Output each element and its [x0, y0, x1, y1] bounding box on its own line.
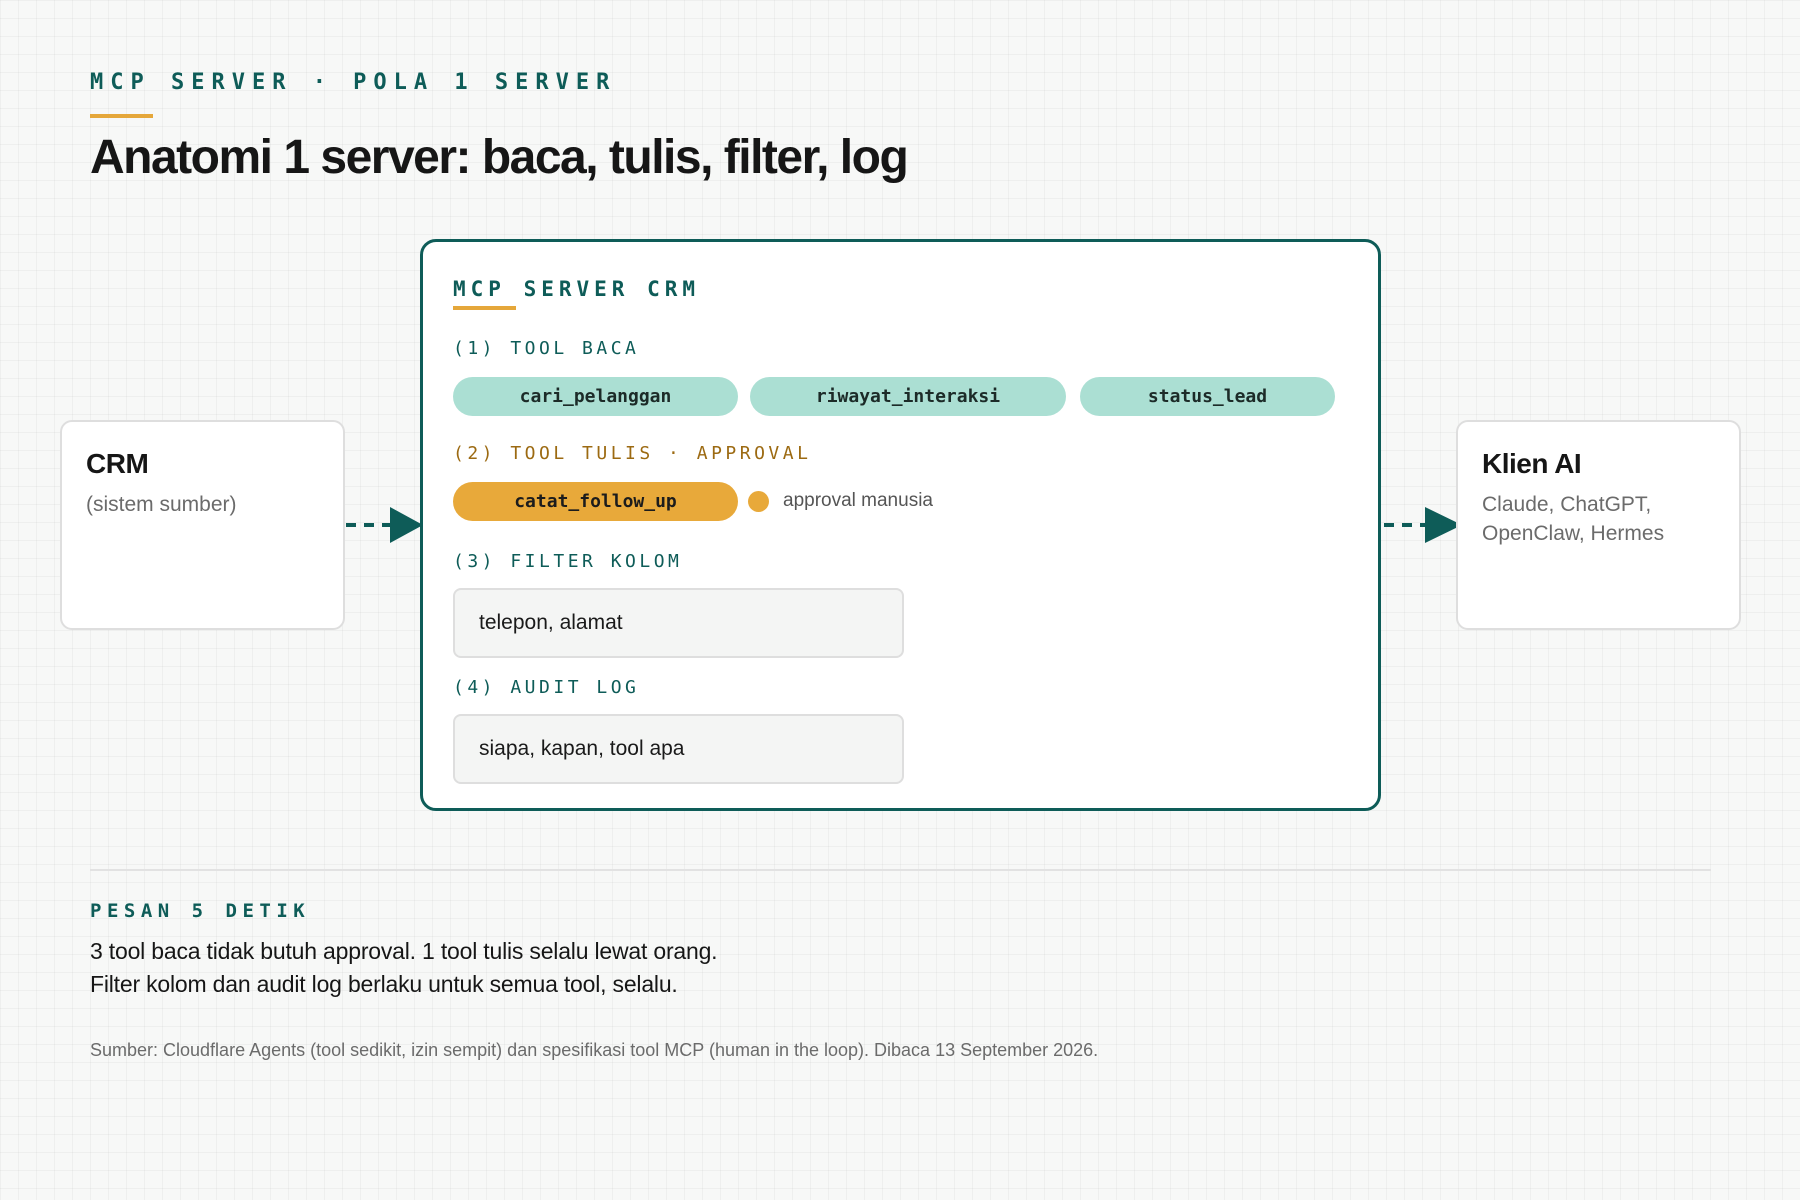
approval-note: approval manusia: [783, 490, 933, 511]
page-title: Anatomi 1 server: baca, tulis, filter, l…: [90, 131, 909, 184]
message-label: PESAN 5 DETIK: [90, 900, 311, 922]
message-line-2: Filter kolom dan audit log berlaku untuk…: [90, 971, 678, 997]
section-divider: [90, 869, 1711, 871]
crm-subtitle: (sistem sumber): [86, 493, 237, 516]
client-subtitle: Claude, ChatGPT, OpenClaw, Hermes: [1482, 493, 1665, 545]
client-node: Klien AI Claude, ChatGPT, OpenClaw, Herm…: [1456, 420, 1741, 630]
filter-label: (3) FILTER KOLOM: [453, 551, 683, 572]
read-tools-label: (1) TOOL BACA: [453, 338, 640, 359]
message-line-1: 3 tool baca tidak butuh approval. 1 tool…: [90, 938, 718, 964]
source-note: Sumber: Cloudflare Agents (tool sedikit,…: [90, 1040, 1099, 1060]
tool-pill-riwayat-interaksi: riwayat_interaksi: [750, 377, 1066, 416]
filter-value-box: telepon, alamat: [453, 588, 904, 658]
client-title: Klien AI: [1482, 448, 1582, 479]
eyebrow-label: MCP SERVER · POLA 1 SERVER: [90, 70, 617, 95]
server-to-client-arrowhead: [1425, 507, 1462, 543]
tool-pill-catat-follow-up: catat_follow_up: [453, 482, 738, 521]
audit-log-value-box: siapa, kapan, tool apa: [453, 714, 904, 784]
mcp-server-crm-box: MCP SERVER CRM (1) TOOL BACA cari_pelang…: [420, 239, 1381, 811]
server-title: MCP SERVER CRM: [453, 277, 701, 301]
eyebrow-accent-rule: [90, 114, 153, 118]
approval-dot-icon: [748, 491, 769, 512]
tool-pill-status-lead: status_lead: [1080, 377, 1335, 416]
crm-node: CRM (sistem sumber): [60, 420, 345, 630]
crm-to-server-arrowhead: [390, 507, 423, 543]
audit-log-label: (4) AUDIT LOG: [453, 677, 640, 698]
write-tools-label: (2) TOOL TULIS · APPROVAL: [453, 443, 812, 464]
tool-pill-cari-pelanggan: cari_pelanggan: [453, 377, 738, 416]
server-title-accent-rule: [453, 306, 516, 310]
crm-title: CRM: [86, 448, 149, 479]
